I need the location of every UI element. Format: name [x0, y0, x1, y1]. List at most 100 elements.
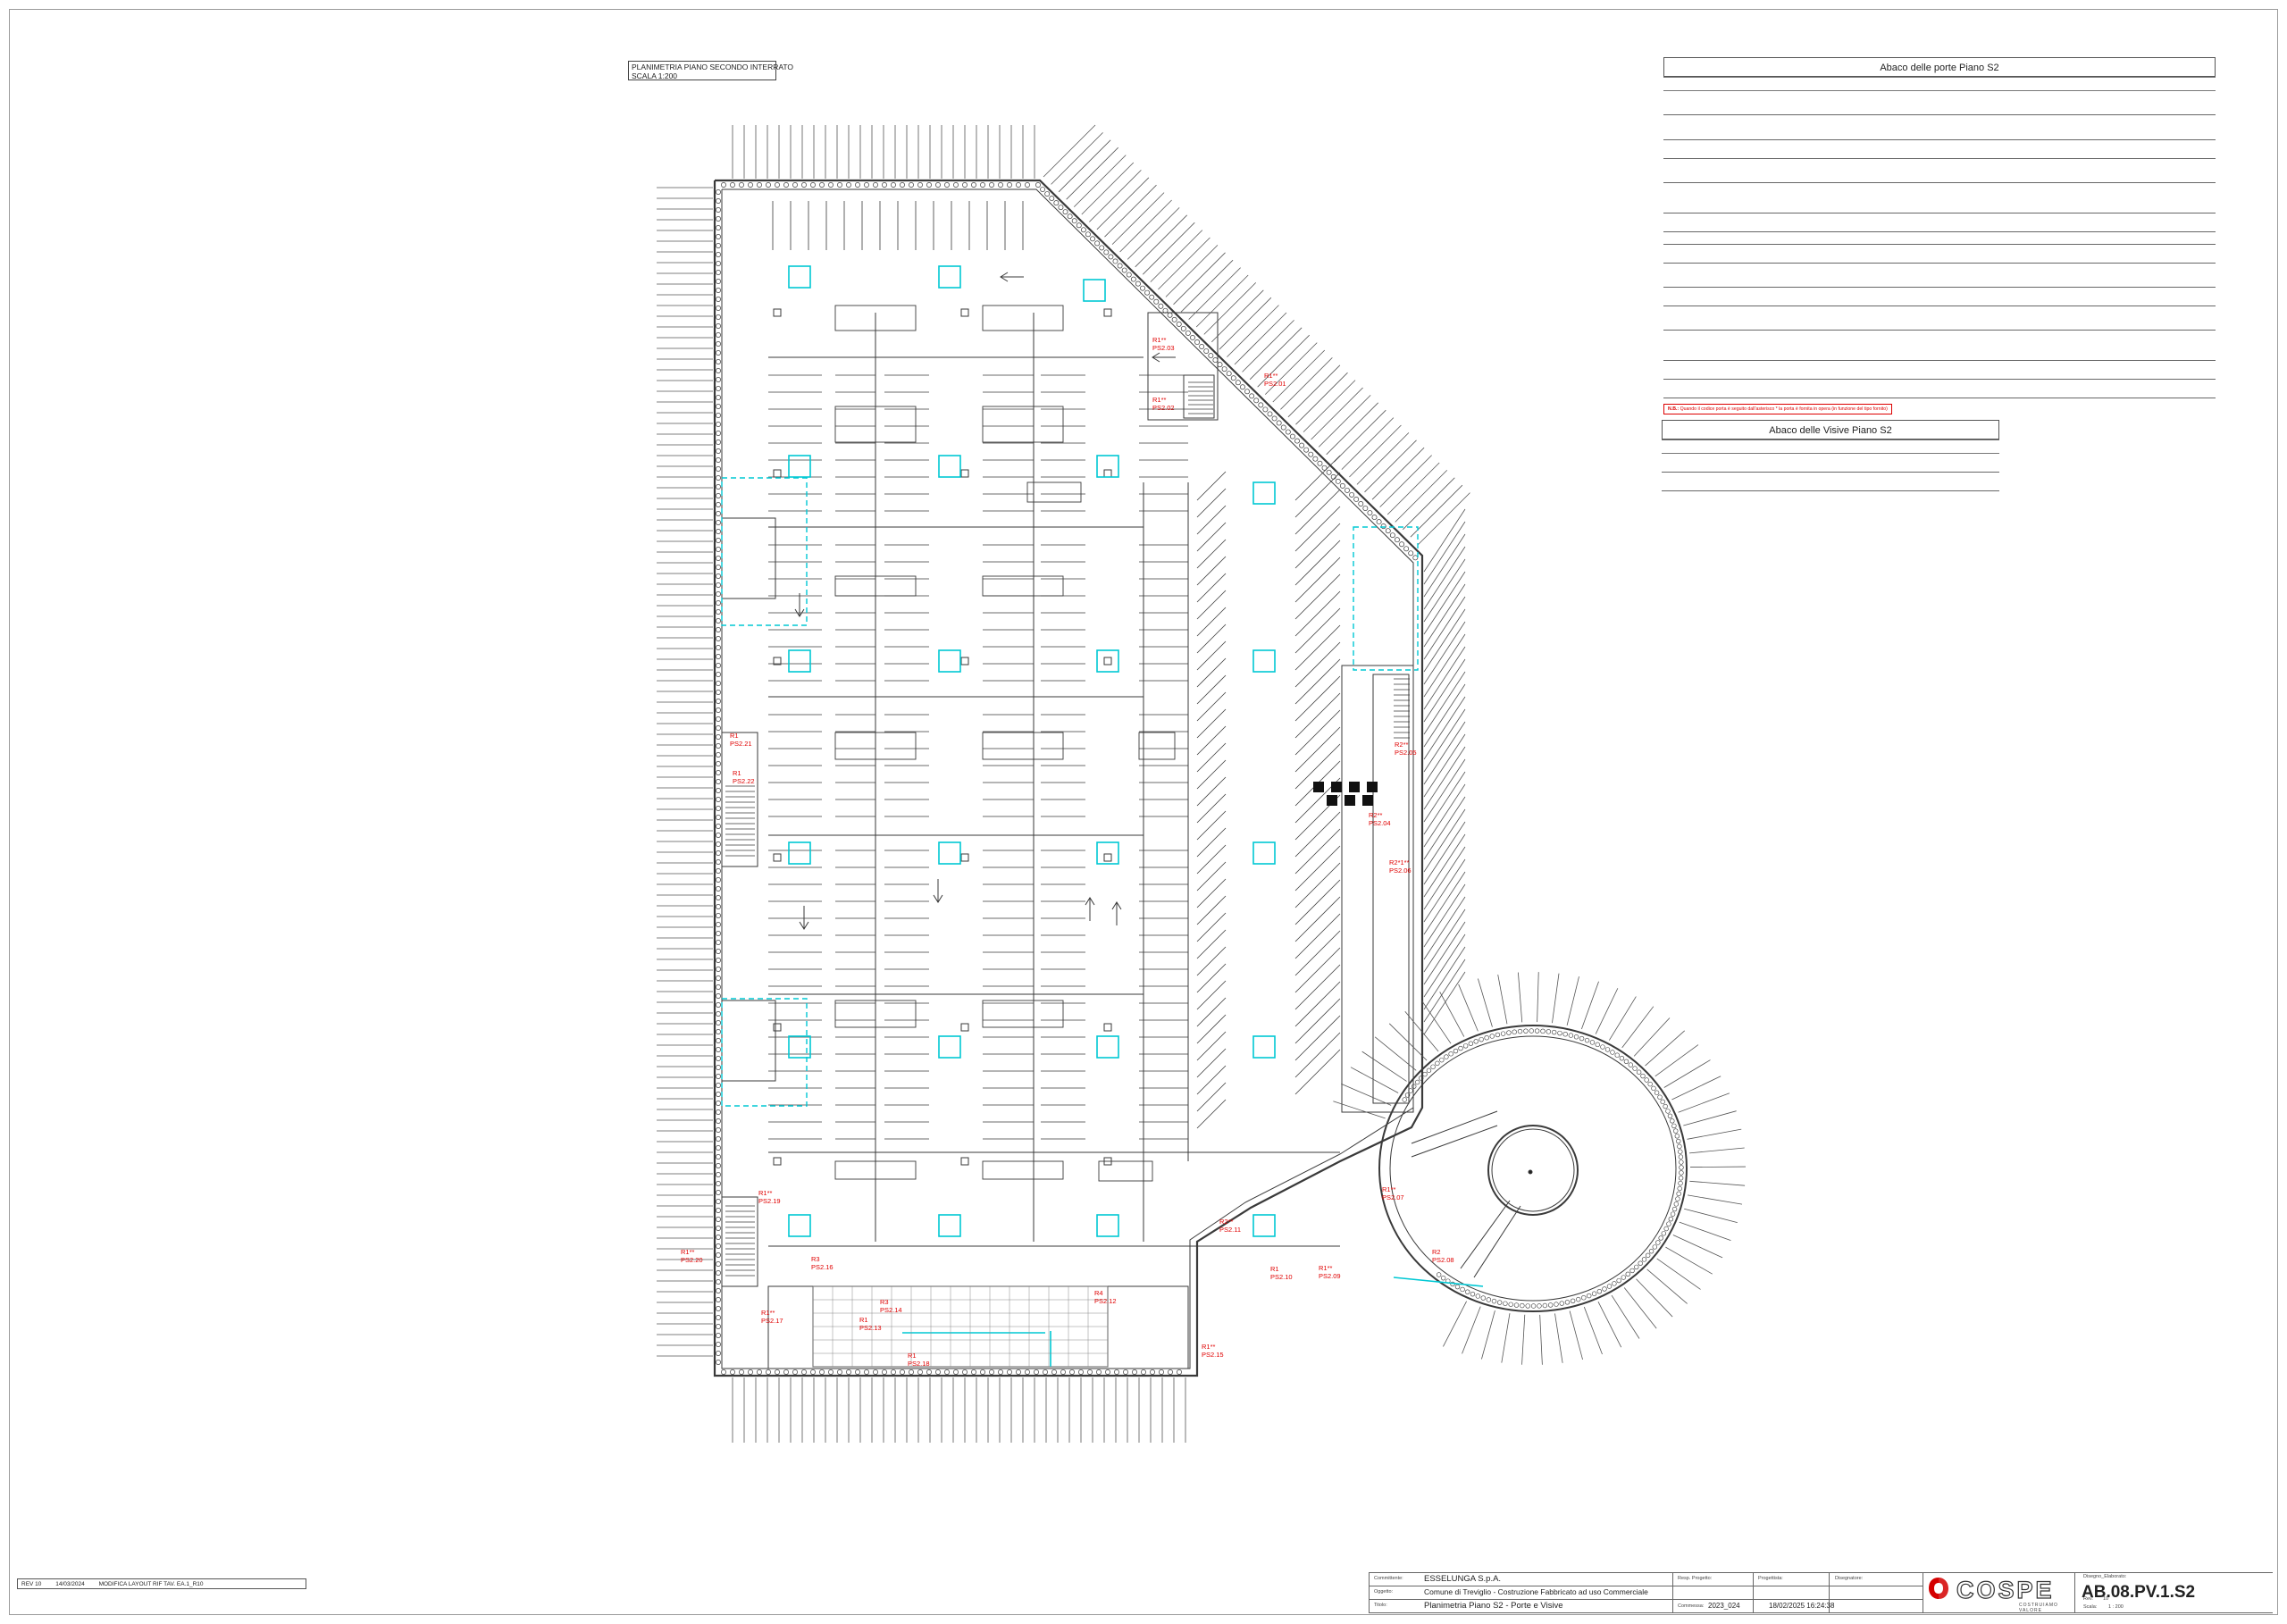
schedule-cell [2147, 115, 2182, 121]
schedule-cell [1872, 483, 1915, 491]
highlight-marker [1096, 841, 1119, 865]
schedule-cell [1939, 176, 1974, 183]
wall-texture [716, 511, 721, 516]
schedule-cell [1698, 139, 1733, 146]
schedule-cell [1905, 244, 1939, 250]
wall-texture [716, 1118, 721, 1124]
wall-texture [716, 1011, 721, 1017]
schedule-cell [2043, 294, 2078, 300]
schedule-cell [1905, 306, 1939, 312]
wall-texture [1376, 519, 1382, 525]
schedule-cell [1905, 133, 1939, 140]
schedule-cell [1871, 386, 1906, 392]
wall-texture [801, 1369, 807, 1375]
parking-stall-line [1294, 523, 1341, 569]
highlight-marker [938, 1214, 961, 1237]
wall-texture [1648, 1248, 1655, 1254]
parking-stall-line [1294, 455, 1341, 501]
schedule-cell [1939, 318, 1974, 324]
schedule-cell [1732, 373, 1767, 380]
schedule-cell [2008, 342, 2043, 348]
schedule-cell [1836, 171, 1871, 177]
schedule-cell [1939, 121, 1974, 128]
schedule-cell [1939, 337, 1974, 343]
wall-texture [1654, 1090, 1660, 1095]
schedule-cell [1663, 189, 1698, 196]
schedule-cell [1974, 342, 2009, 348]
parking-stall-line [1294, 709, 1341, 756]
schedule-cell [2112, 318, 2147, 324]
schedule-cell [2078, 348, 2113, 355]
schedule-row [1663, 219, 2216, 225]
schedule-cell [2147, 367, 2182, 373]
schedule-cell [1870, 176, 1906, 183]
parking-stall-line [1196, 895, 1227, 925]
hatch-line [1272, 349, 1326, 403]
door-schedule-header [1663, 77, 2216, 91]
hatch-line [1280, 357, 1333, 410]
schedule-cell [1974, 263, 2009, 269]
schedule-cell [1836, 182, 1871, 188]
wall-texture [716, 1333, 721, 1338]
schedule-cell [1802, 306, 1837, 312]
schedule-cell [2147, 146, 2182, 152]
schedule-cell [2181, 288, 2216, 294]
hatch-line [1423, 896, 1466, 960]
hatch-line [1073, 155, 1127, 207]
schedule-cell [1914, 483, 1957, 491]
wall-texture [716, 1127, 721, 1133]
schedule-cell [1766, 151, 1802, 159]
schedule-cell [1836, 275, 1871, 281]
wall-texture [1240, 384, 1245, 390]
schedule-cell [2077, 108, 2113, 116]
schedule-cell [2078, 288, 2113, 294]
schedule-cell [2112, 182, 2147, 188]
hatch-line [1423, 596, 1466, 660]
schedule-column-header [1973, 77, 2009, 91]
schedule-cell [1870, 133, 1906, 140]
wall-texture [1632, 1066, 1638, 1071]
schedule-cell [2043, 171, 2078, 177]
wall-texture [891, 1369, 896, 1375]
wall-texture [1007, 182, 1012, 188]
schedule-cell [1663, 146, 1698, 152]
schedule-cell [2043, 103, 2078, 109]
hatch-line [1423, 683, 1466, 748]
wall-texture [1060, 1369, 1066, 1375]
schedule-cell [1871, 269, 1906, 275]
schedule-cell [2008, 201, 2043, 207]
wall-texture [864, 182, 869, 188]
schedule-cell [1905, 269, 1939, 275]
hatch-line [1257, 334, 1310, 388]
schedule-cell [2181, 182, 2216, 188]
wall-texture [716, 261, 721, 266]
structural-column [1103, 469, 1112, 478]
schedule-cell [1939, 244, 1974, 250]
wall-texture [716, 806, 721, 811]
wall-texture [1475, 1293, 1481, 1299]
hatch-line [1423, 621, 1466, 685]
schedule-cell [1905, 275, 1939, 281]
hatch-line [1287, 364, 1341, 418]
schedule-cell [1905, 294, 1939, 300]
room-outline [1026, 481, 1082, 503]
schedule-cell [2078, 195, 2113, 201]
parking-stall-line [1294, 726, 1341, 773]
schedule-cell [1939, 361, 1974, 367]
wall-texture [1657, 1094, 1663, 1100]
schedule-cell [2147, 103, 2182, 109]
wall-texture [828, 182, 834, 188]
wall-texture [1465, 1289, 1470, 1294]
highlight-marker [1096, 455, 1119, 478]
schedule-cell [1973, 225, 2009, 232]
schedule-cell [1732, 158, 1767, 164]
wall-texture [716, 1279, 721, 1285]
schedule-cell [1663, 206, 1698, 213]
wall-texture [716, 663, 721, 668]
parking-stall-line [1196, 1014, 1227, 1044]
schedule-cell [1789, 478, 1830, 484]
door-ref-label: PS2.11 [1219, 1226, 1241, 1234]
schedule-cell [1767, 263, 1802, 269]
schedule-cell [2112, 225, 2147, 232]
schedule-cell [2112, 391, 2147, 398]
